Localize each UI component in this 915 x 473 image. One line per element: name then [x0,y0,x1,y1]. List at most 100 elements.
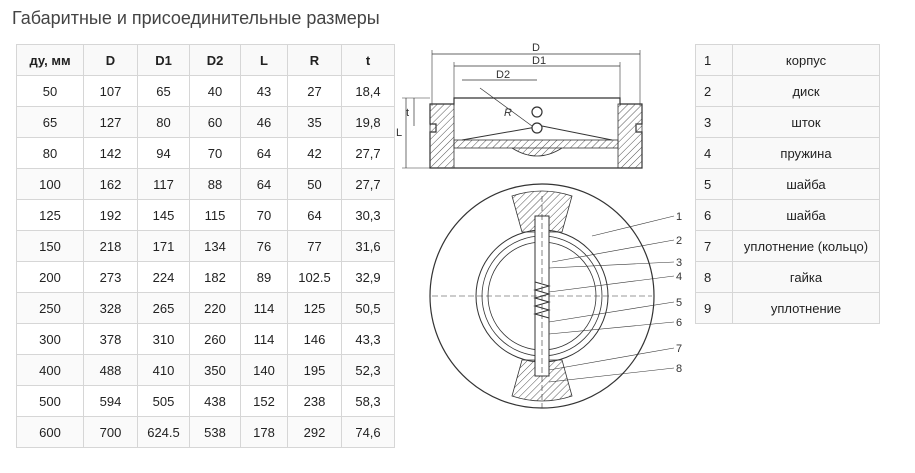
column-header: R [287,44,342,76]
table-cell: 134 [189,230,241,262]
part-number: 6 [695,199,733,231]
part-name: гайка [732,261,880,293]
table-cell: 114 [240,323,288,355]
valve-drawing: D D1 D2 R L t [396,42,682,409]
table-cell: 65 [137,75,190,107]
part-number: 8 [695,261,733,293]
table-cell: 292 [287,416,342,448]
table-cell: 127 [83,106,138,138]
table-cell: 31,6 [341,230,395,262]
table-cell: 64 [240,137,288,169]
table-cell: 46 [240,106,288,138]
callout-2: 2 [676,235,682,247]
table-cell: 32,9 [341,261,395,293]
table-cell: 80 [16,137,84,169]
table-cell: 80 [137,106,190,138]
table-cell: 505 [137,385,190,417]
table-header-row: ду, мм D D1 D2 L R t [16,44,395,76]
callout-7: 7 [676,343,682,355]
label-D: D [532,42,540,54]
label-R: R [504,107,512,119]
table-cell: 64 [240,168,288,200]
callout-4: 4 [676,271,682,283]
callout-5: 5 [676,297,682,309]
front-view: 1 2 3 4 5 6 7 8 [429,183,682,409]
table-cell: 142 [83,137,138,169]
table-cell: 328 [83,292,138,324]
table-cell: 500 [16,385,84,417]
table-cell: 624.5 [137,416,190,448]
column-header: D2 [189,44,241,76]
table-cell: 350 [189,354,241,386]
label-D2: D2 [496,69,510,81]
part-name: шток [732,106,880,138]
table-cell: 50 [16,75,84,107]
table-cell: 27,7 [341,137,395,169]
table-cell: 125 [287,292,342,324]
table-cell: 171 [137,230,190,262]
table-cell: 195 [287,354,342,386]
part-name: корпус [732,44,880,76]
page-title: Габаритные и присоединительные размеры [12,8,380,28]
table-cell: 70 [189,137,241,169]
table-cell: 88 [189,168,241,200]
table-cell: 58,3 [341,385,395,417]
table-cell: 182 [189,261,241,293]
column-header: t [341,44,395,76]
callout-6: 6 [676,317,682,329]
column-header: L [240,44,288,76]
table-cell: 114 [240,292,288,324]
table-cell: 378 [83,323,138,355]
part-name: пружина [732,137,880,169]
table-cell: 50,5 [341,292,395,324]
table-cell: 162 [83,168,138,200]
table-cell: 35 [287,106,342,138]
table-cell: 27 [287,75,342,107]
table-cell: 594 [83,385,138,417]
table-cell: 220 [189,292,241,324]
table-cell: 52,3 [341,354,395,386]
table-cell: 70 [240,199,288,231]
part-number: 7 [695,230,733,262]
table-cell: 18,4 [341,75,395,107]
table-cell: 260 [189,323,241,355]
part-number: 1 [695,44,733,76]
table-cell: 538 [189,416,241,448]
table-cell: 43 [240,75,288,107]
table-cell: 115 [189,199,241,231]
table-cell: 224 [137,261,190,293]
table-cell: 19,8 [341,106,395,138]
table-cell: 178 [240,416,288,448]
table-cell: 125 [16,199,84,231]
table-cell: 43,3 [341,323,395,355]
table-cell: 77 [287,230,342,262]
section-view: D D1 D2 R L t [396,42,643,169]
column-header: ду, мм [16,44,84,76]
table-cell: 700 [83,416,138,448]
table-cell: 192 [83,199,138,231]
part-number: 5 [695,168,733,200]
part-number: 2 [695,75,733,107]
table-cell: 60 [189,106,241,138]
label-L: L [396,127,402,139]
table-cell: 30,3 [341,199,395,231]
part-name: шайба [732,168,880,200]
